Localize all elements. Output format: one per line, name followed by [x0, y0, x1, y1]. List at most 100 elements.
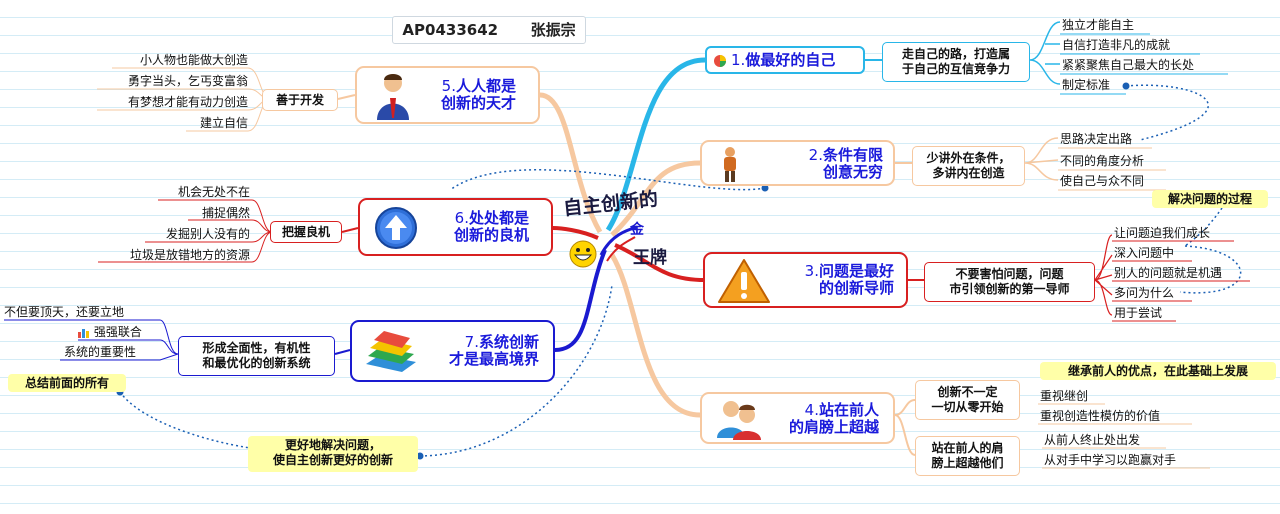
branch-4-subtopic-2[interactable]: 站在前人的肩 膀上超越他们	[915, 436, 1020, 476]
branch-5-leaf-1[interactable]: 小人物也能做大创造	[139, 53, 248, 67]
branch-6-leaf-2[interactable]: 捕捉偶然	[201, 206, 250, 220]
branch-1-node[interactable]: 1.做最好的自己	[705, 46, 865, 74]
branch-2-node[interactable]: 2.条件有限 创意无穷	[700, 140, 895, 186]
branch-7-leaf-3[interactable]: 系统的重要性	[64, 345, 137, 359]
branch-3-leaf-4[interactable]: 多问为什么	[1114, 286, 1175, 300]
chart-icon	[78, 328, 89, 338]
businessman-icon	[377, 74, 409, 120]
branch-5-node[interactable]: 5.人人都是 创新的天才	[355, 66, 540, 124]
branch-3-leaf-2[interactable]: 深入问题中	[1114, 246, 1175, 260]
callout-process[interactable]: 解决问题的过程	[1152, 190, 1268, 208]
connector-b2	[610, 160, 701, 237]
relation-summary	[119, 391, 251, 449]
branch-2-leaf-1[interactable]: 思路决定出路	[1060, 132, 1133, 146]
branch-2-number: 2.	[808, 146, 823, 164]
branch-1-subtopic[interactable]: 走自己的路，打造属 于自己的互信竞争力	[882, 42, 1030, 82]
books-icon	[366, 331, 416, 372]
branch-4-title-line2: 的肩膀上超越	[788, 418, 879, 436]
branch-6-subtopic[interactable]: 把握良机	[270, 221, 342, 243]
branch-6-number: 6.	[454, 209, 469, 227]
connector-b7	[554, 249, 607, 352]
connector-b4	[609, 253, 701, 418]
callout-better[interactable]: 更好地解决问题， 使自主创新更好的创新	[248, 436, 418, 472]
branch-7-leaf-1[interactable]: 不但要顶天，还要立地	[4, 305, 125, 319]
connector-b1	[605, 57, 706, 232]
branch-5-leaf-4[interactable]: 建立自信	[199, 116, 248, 130]
branch-7-subtopic[interactable]: 形成全面性，有机性 和最优化的创新系统	[178, 336, 335, 376]
branch-6-title-line2: 创新的良机	[453, 226, 529, 244]
callout-inherit[interactable]: 继承前人的优点，在此基础上发展	[1040, 362, 1276, 380]
branch-7-title-line1: 系统创新	[478, 333, 539, 351]
branch-2-title-line2: 创意无穷	[822, 163, 883, 181]
branch-1-title: 做最好的自己	[745, 51, 836, 69]
relation-b3-loop	[1179, 245, 1242, 294]
branch-4-subtopic-1[interactable]: 创新不一定 一切从零开始	[915, 380, 1020, 420]
branch-1-leaf-4[interactable]: 制定标准	[1062, 78, 1111, 92]
branch-2-subtopic[interactable]: 少讲外在条件， 多讲内在创造	[912, 146, 1025, 186]
branch-4-subtopic-2-line1: 站在前人的肩	[931, 441, 1004, 455]
connector-b3	[614, 243, 706, 282]
callout-better-line2: 使自主创新更好的创新	[272, 453, 393, 467]
branch-2-subtopic-line1: 少讲外在条件，	[926, 151, 1011, 165]
relation-b1-to-b2	[1125, 84, 1209, 141]
branch-3-title-line1: 问题是最好	[818, 262, 894, 280]
branch-7-leaf-2-label: 强强联合	[93, 325, 142, 339]
central-topic-line3: 王牌	[633, 248, 667, 268]
map-code: AP0433642	[402, 21, 499, 39]
branch-7-node[interactable]: 7.系统创新 才是最高境界	[350, 320, 555, 382]
swoosh-icon	[599, 225, 638, 262]
branch-5-subtopic[interactable]: 善于开发	[262, 89, 338, 111]
branch-1-subtopic-line1: 走自己的路，打造属	[901, 47, 1010, 61]
branch-6-leaf-1[interactable]: 机会无处不在	[177, 185, 250, 199]
branch-4-number: 4.	[804, 401, 819, 419]
central-topic[interactable]: 自主创新的 金 王牌	[555, 185, 685, 275]
thinking-man-icon	[724, 147, 736, 182]
central-topic-line2: 金	[630, 222, 644, 238]
branch-2-subtopic-line2: 多讲内在创造	[932, 166, 1005, 180]
map-title: AP0433642 张振宗	[392, 16, 586, 44]
branch-5-leaf-2[interactable]: 勇字当头，乞丐变富翁	[127, 74, 248, 88]
branch-4-leaf-2[interactable]: 重视创造性模仿的价值	[1040, 409, 1161, 423]
warning-icon	[718, 259, 770, 303]
branch-7-leaf-2[interactable]: 强强联合	[78, 325, 142, 339]
people-icon	[717, 401, 761, 440]
branch-3-subtopic-line1: 不要害怕问题，问题	[955, 267, 1064, 281]
branch-6-node[interactable]: 6.处处都是 创新的良机	[358, 198, 553, 256]
branch-1-number: 1.	[731, 51, 746, 69]
branch-3-title-line2: 的创新导师	[818, 279, 894, 297]
branch-6-leaf-3[interactable]: 发掘别人没有的	[165, 227, 250, 241]
branch-2-leaf-3[interactable]: 使自己与众不同	[1060, 174, 1145, 188]
branch-1-leaf-3[interactable]: 紧紧聚焦自己最大的长处	[1062, 58, 1195, 72]
branch-3-number: 3.	[804, 262, 819, 280]
branch-5-leaf-3[interactable]: 有梦想才能有动力创造	[127, 95, 248, 109]
branch-3-leaf-1[interactable]: 让问题迫我们成长	[1114, 226, 1211, 240]
branch-3-leaf-5[interactable]: 用于尝试	[1114, 306, 1163, 320]
branch-4-subtopic-1-line1: 创新不一定	[937, 385, 998, 399]
branch-1-subtopic-line2: 于自己的互信竞争力	[901, 62, 1010, 76]
branch-2-leaf-2[interactable]: 不同的角度分析	[1060, 154, 1145, 168]
branch-4-leaf-4[interactable]: 从对手中学习以跑赢对手	[1044, 453, 1177, 467]
branch-2-title-line1: 条件有限	[822, 146, 883, 164]
branch-3-leaf-3[interactable]: 别人的问题就是机遇	[1114, 266, 1223, 280]
central-topic-line1: 自主创新的	[562, 188, 660, 220]
branch-4-node[interactable]: 4.站在前人 的肩膀上超越	[700, 392, 895, 444]
branch-6-leaf-4[interactable]: 垃圾是放错地方的资源	[129, 248, 250, 262]
callout-better-line1: 更好地解决问题，	[284, 438, 381, 452]
relation-b6-to-b2	[449, 169, 766, 191]
branch-7-subtopic-line2: 和最优化的创新系统	[202, 356, 311, 370]
map-author: 张振宗	[530, 21, 576, 39]
branch-7-number: 7.	[464, 333, 479, 351]
callout-summary[interactable]: 总结前面的所有	[8, 374, 126, 392]
branch-5-title-line2: 创新的天才	[440, 94, 516, 112]
branch-5-number: 5.	[441, 77, 456, 95]
branch-3-node[interactable]: 3.问题是最好 的创新导师	[703, 252, 908, 308]
connector-b6	[552, 226, 599, 240]
branch-1-leaf-2[interactable]: 自信打造非凡的成就	[1062, 38, 1171, 52]
connector-b5	[539, 92, 603, 234]
branch-4-leaf-1[interactable]: 重视继创	[1040, 389, 1089, 403]
branch-3-subtopic[interactable]: 不要害怕问题，问题 市引领创新的第一导师	[924, 262, 1095, 302]
branch-4-leaf-3[interactable]: 从前人终止处出发	[1044, 433, 1141, 447]
smiley-icon	[569, 240, 597, 268]
branch-1-leaf-1[interactable]: 独立才能自主	[1062, 18, 1135, 32]
